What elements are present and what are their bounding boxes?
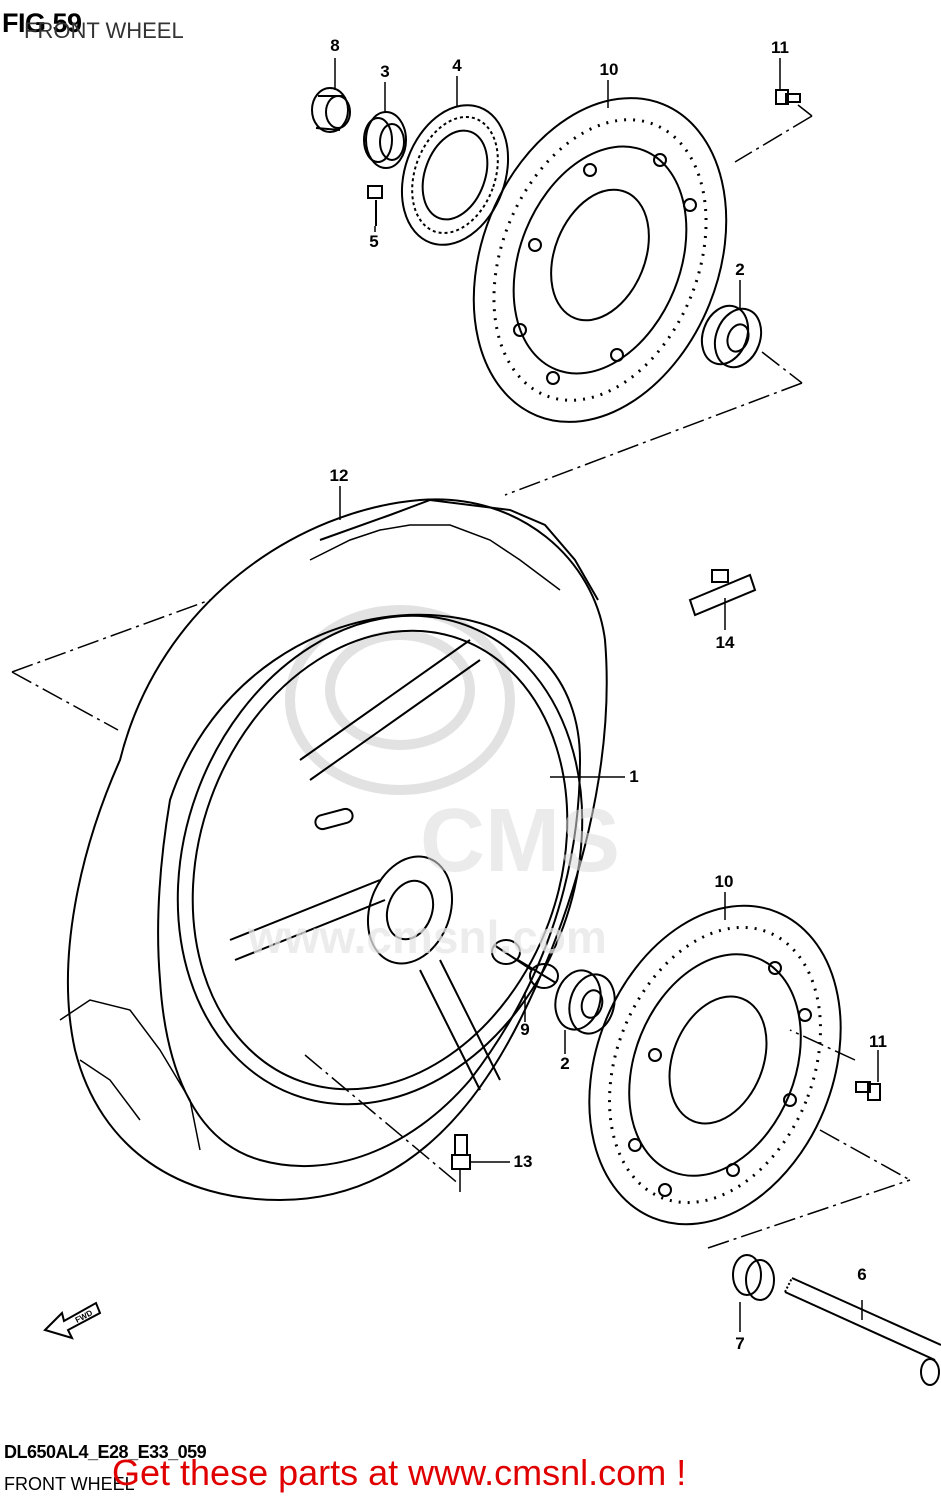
part-9-spacer (491, 939, 559, 989)
part-3-oil-seal (363, 111, 407, 169)
watermark-logo (285, 605, 515, 795)
cta-link[interactable]: Get these parts at www.cmsnl.com ! (112, 1452, 687, 1493)
callout-13: 13 (513, 1152, 533, 1171)
callout-4: 4 (452, 56, 462, 75)
callout-2-upper: 2 (735, 260, 745, 279)
diagram-code: DL650AL4_E28_E33_059 (4, 1442, 207, 1462)
callout-11-upper: 11 (771, 38, 789, 57)
part-5-screw (367, 185, 383, 226)
callout-2-lower: 2 (560, 1054, 570, 1073)
callout-10-upper: 10 (599, 60, 619, 79)
part-11-upper-bolt (775, 89, 801, 105)
axis-lines (11, 104, 911, 1249)
callout-11-lower: 11 (869, 1032, 887, 1051)
callout-12: 12 (329, 466, 349, 485)
part-2-lower-bearing (554, 969, 616, 1035)
figure-title: FIG 59 (2, 8, 82, 38)
cta-banner[interactable]: Get these parts at www.cmsnl.com ! (112, 1452, 686, 1494)
fwd-arrow-icon (43, 1301, 102, 1340)
watermark-url: www.cmsnl.com (248, 911, 607, 963)
part-13-valve (451, 1134, 471, 1170)
diagram-name: FRONT WHEEL (4, 1474, 135, 1494)
callout-10-lower: 10 (714, 872, 734, 891)
callout-14: 14 (715, 633, 735, 652)
part-2-upper-bearing (700, 304, 763, 369)
callout-6: 6 (857, 1265, 867, 1284)
part-14-balancer-weight (688, 569, 757, 617)
callout-8: 8 (330, 36, 340, 55)
part-6-axle (784, 1277, 941, 1386)
callout-5: 5 (369, 232, 379, 251)
watermark-brand: CMS (420, 791, 620, 891)
callout-1: 1 (629, 767, 639, 786)
part-4-sensor-ring (400, 104, 510, 246)
part-8-spacer (311, 87, 351, 133)
part-7-washer (732, 1254, 775, 1301)
callout-7: 7 (735, 1334, 745, 1353)
part-11-lower-bolt (855, 1081, 881, 1101)
part-1-wheel-rim (176, 614, 584, 1106)
leader-lines (334, 58, 879, 1332)
callout-9: 9 (520, 1020, 530, 1039)
part-10-upper-brake-disc (472, 97, 728, 423)
figure-subtitle: FRONT WHEEL (24, 18, 184, 43)
callout-3: 3 (380, 62, 390, 81)
part-10-lower-brake-disc (588, 904, 842, 1226)
